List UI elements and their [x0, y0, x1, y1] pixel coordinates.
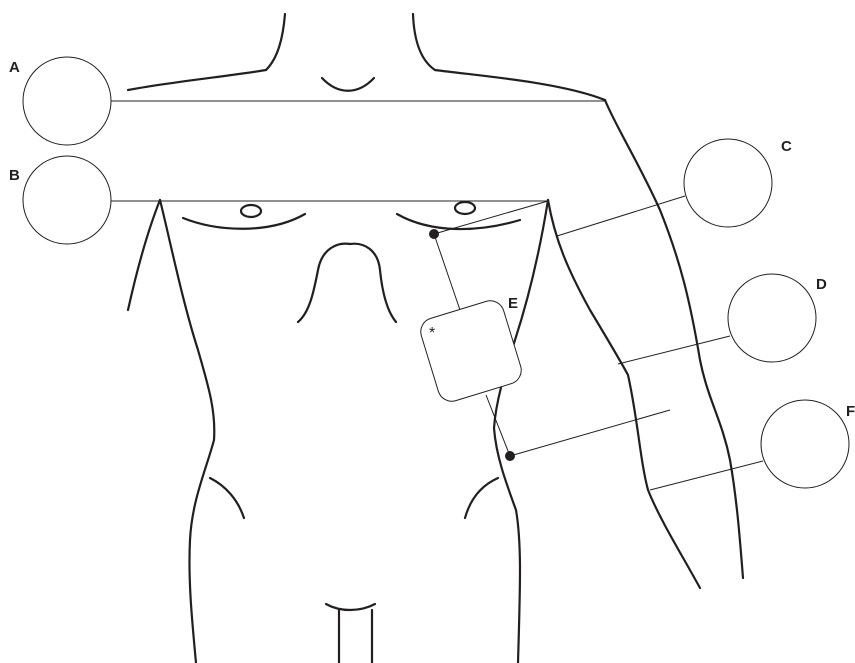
lower-electrode-dot [505, 451, 515, 461]
pad-marker-asterisk: * [429, 325, 435, 342]
right-shoulder-outline [433, 68, 607, 102]
groin-curve [324, 602, 377, 612]
leader-line-c [556, 195, 686, 237]
label-d: D [816, 276, 827, 293]
leader-line-d [617, 335, 731, 365]
callout-circle-c [683, 138, 773, 228]
leader-line-f [649, 460, 764, 491]
clavicle-notch [320, 76, 376, 92]
left-shoulder-outline [126, 68, 268, 92]
upper-electrode-wire [433, 233, 461, 311]
torso-right-outline [492, 198, 550, 663]
left-nipple [239, 203, 263, 219]
right-arm-inner-outline [546, 198, 702, 590]
left-arm-stub [126, 198, 162, 312]
left-hip-curve [208, 476, 246, 520]
right-pectoral-line [395, 212, 522, 231]
label-a: A [9, 59, 20, 76]
left-pectoral-line [181, 212, 307, 230]
leader-line-lower-electrode [509, 409, 671, 457]
callout-circle-d [727, 273, 817, 363]
neck-left-outline [264, 12, 287, 72]
right-nipple [453, 200, 477, 216]
label-e: E [508, 295, 518, 312]
ribcage-arch [296, 242, 398, 324]
lower-electrode-wire [485, 394, 511, 457]
torso-left-outline [158, 198, 216, 663]
device-pad-e [420, 300, 522, 402]
right-arm-outer-outline [603, 98, 745, 580]
callout-circle-b [22, 155, 112, 245]
neck-right-outline [411, 12, 437, 72]
label-b: B [9, 167, 20, 184]
upper-electrode-dot [429, 229, 439, 239]
label-c: C [781, 138, 792, 155]
label-f: F [846, 403, 855, 420]
callout-circle-a [22, 56, 112, 146]
leader-line-b-to-electrode [433, 200, 549, 235]
callout-circle-f [760, 399, 850, 489]
right-hip-curve [463, 476, 500, 520]
